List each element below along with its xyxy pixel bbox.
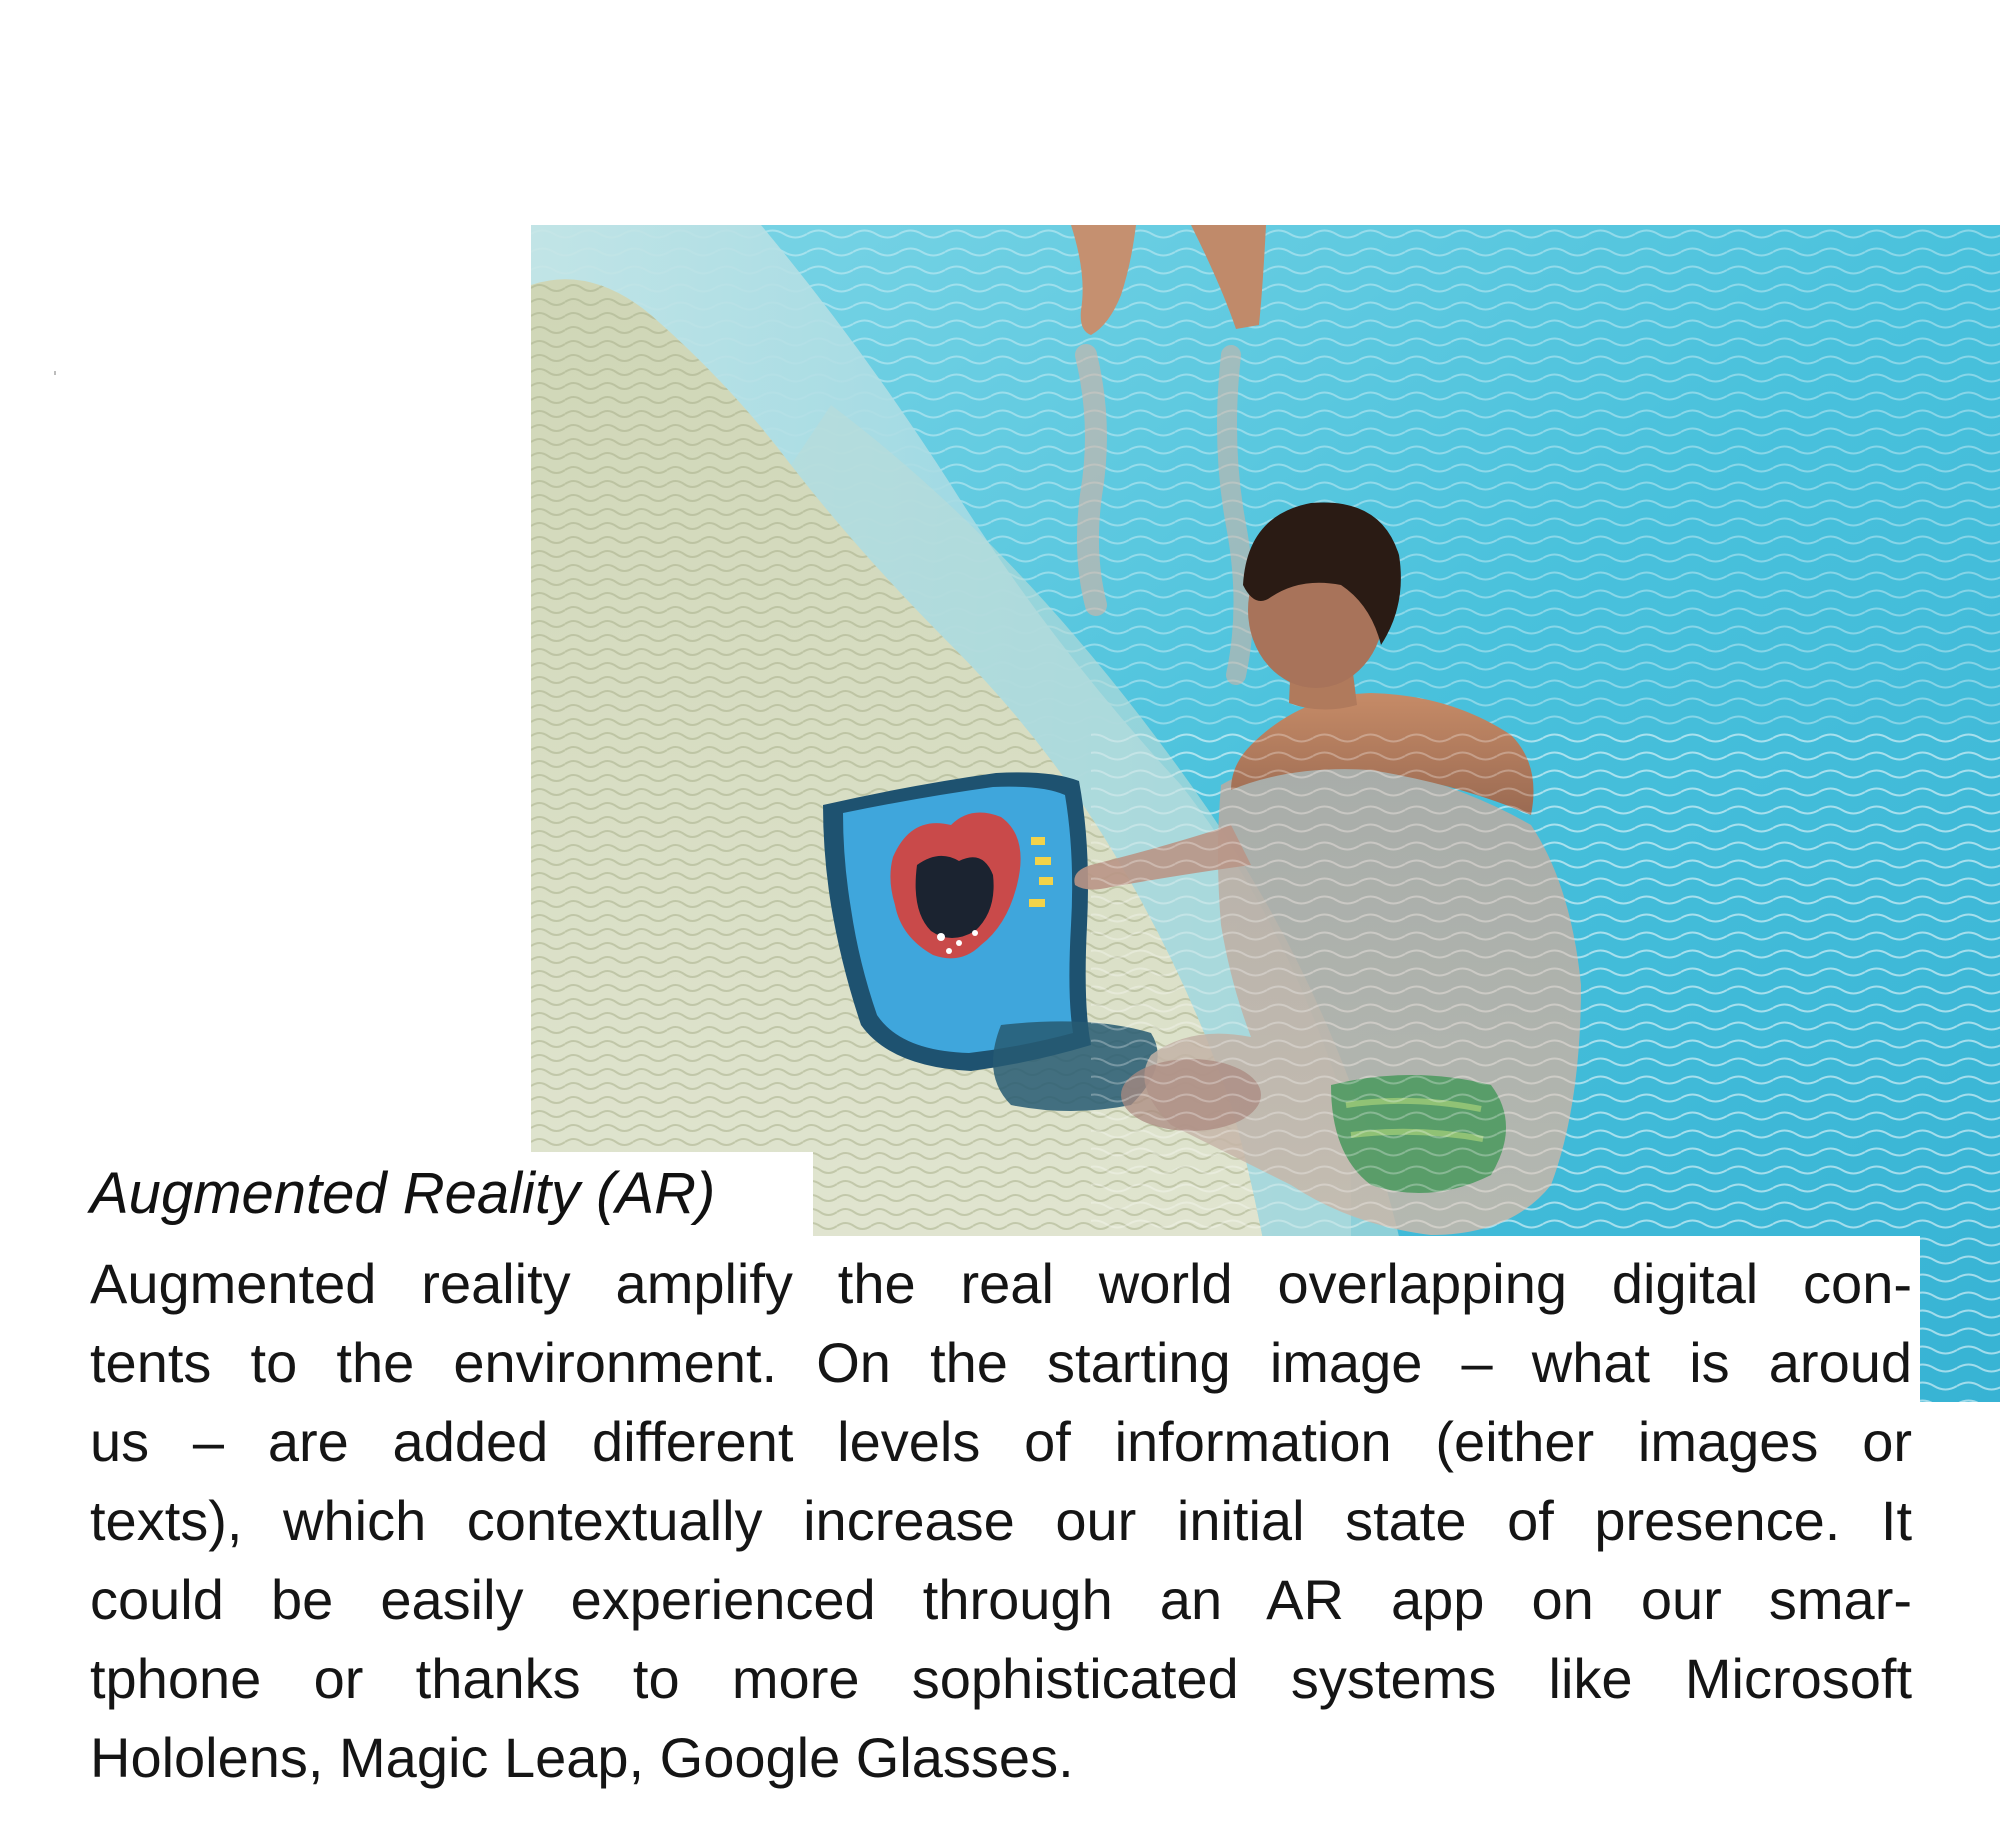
body-line: tents to the environment. On the startin… xyxy=(90,1331,1912,1394)
body-line: us – are added different levels of infor… xyxy=(90,1410,1912,1473)
body-line: Hololens, Magic Leap, Google Glasses. xyxy=(90,1726,1074,1789)
body-line: Augmented reality amplify the real world… xyxy=(90,1252,1912,1315)
title-backdrop xyxy=(82,1152,813,1236)
body-line: could be easily experienced through an A… xyxy=(90,1568,1912,1631)
body-line: tphone or thanks to more sophisticated s… xyxy=(90,1647,1912,1710)
scan-speck xyxy=(54,371,56,375)
section-title: Augmented Reality (AR) xyxy=(90,1161,716,1226)
body-paragraph: Augmented reality amplify the real world… xyxy=(90,1244,1912,1797)
body-line: texts), which contextually increase our … xyxy=(90,1489,1912,1552)
body-backdrop xyxy=(82,1236,1920,1806)
